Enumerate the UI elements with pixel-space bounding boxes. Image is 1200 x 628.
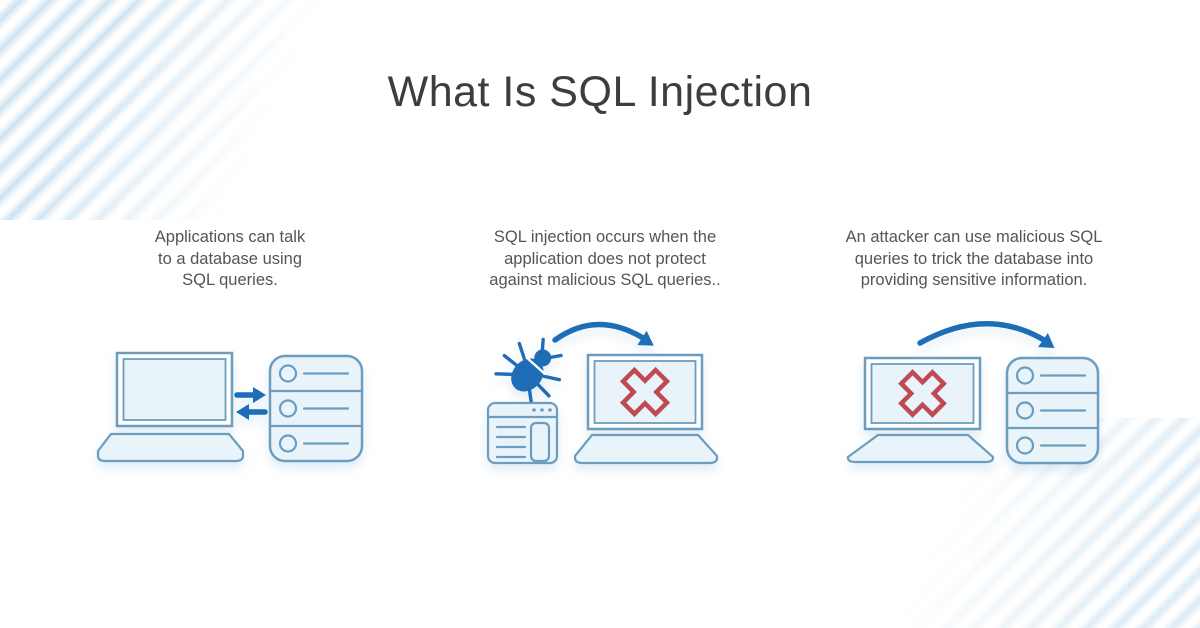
- arrow-right-icon: [234, 387, 266, 403]
- database-icon: [1005, 356, 1100, 465]
- bug-icon: [494, 337, 563, 408]
- step-2-description: SQL injection occurs when the applicatio…: [489, 228, 721, 289]
- page-title: What Is SQL Injection: [387, 68, 813, 116]
- illustration-sql-injection-attack: [486, 321, 719, 465]
- database-row: [278, 364, 350, 383]
- database-row: [1015, 436, 1087, 455]
- database-row: [278, 434, 350, 453]
- step-1-description: Applications can talk to a database usin…: [154, 228, 306, 289]
- laptop-icon: [96, 351, 245, 463]
- browser-window-icon: [486, 401, 559, 465]
- illustration-app-talks-to-database: [96, 351, 364, 463]
- browser-panel: [529, 421, 551, 463]
- laptop-screen: [122, 358, 227, 421]
- arrow-left-icon: [236, 404, 268, 420]
- laptop-screen: [870, 363, 975, 424]
- laptop-base: [96, 432, 245, 463]
- laptop-base: [846, 433, 995, 464]
- laptop-icon: [573, 353, 719, 465]
- data-exchange-arrows-icon: [234, 387, 268, 420]
- step-3-description: An attacker can use malicious SQL querie…: [845, 228, 1103, 289]
- error-x-icon: [619, 366, 671, 418]
- laptop-screen: [593, 360, 697, 424]
- browser-frame: [486, 401, 559, 465]
- curved-arrow-icon: [917, 321, 1055, 349]
- database-icon: [268, 354, 364, 463]
- error-x-icon: [898, 369, 947, 418]
- laptop-base: [573, 433, 719, 465]
- curved-arrow-icon: [552, 321, 654, 346]
- laptop-icon: [846, 356, 995, 464]
- database-row: [278, 399, 350, 418]
- database-row: [1015, 366, 1087, 385]
- illustration-attacker-tricks-database: [846, 321, 1100, 465]
- database-row: [1015, 401, 1087, 420]
